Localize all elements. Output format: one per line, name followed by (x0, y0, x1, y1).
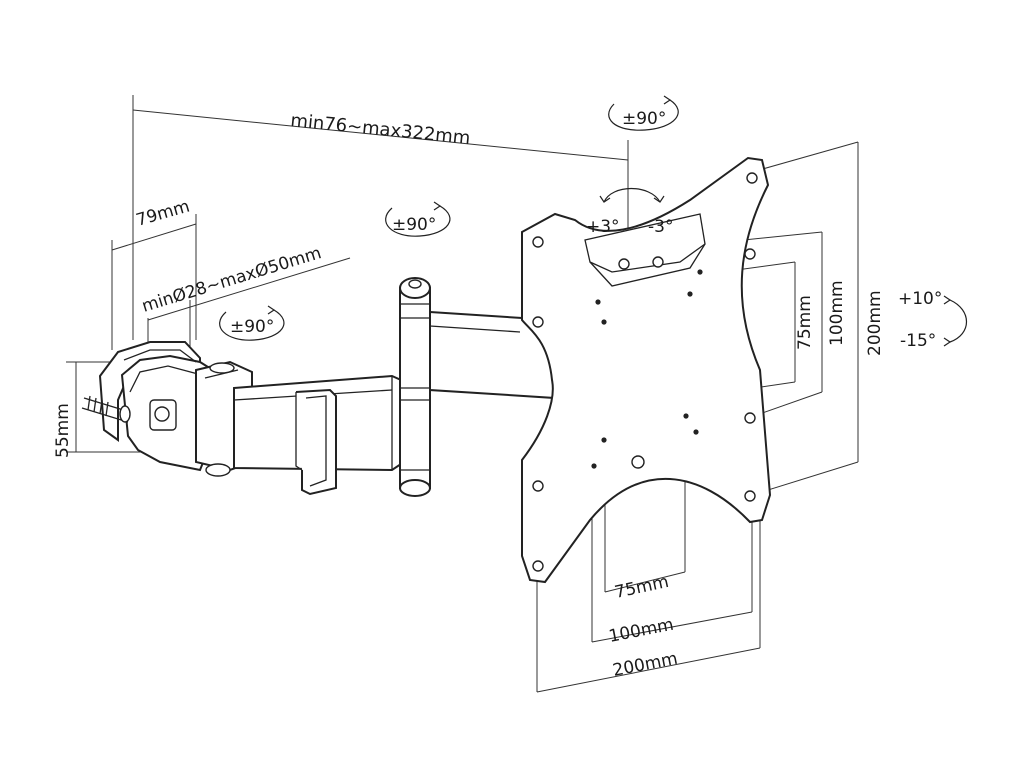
label-swivel-plate: ±90° (622, 109, 666, 129)
tilt-arrow-icon (949, 299, 967, 343)
label-pole-diameter: minØ28~maxØ50mm (140, 243, 324, 317)
label-clamp-height: 55mm (53, 403, 73, 458)
first-arm (233, 374, 411, 496)
label-vesa-h75: 75mm (613, 572, 671, 603)
rotation-arrows (219, 95, 967, 347)
swivel-arrow-icon (385, 205, 451, 237)
vesa-plate (521, 156, 772, 584)
label-vesa-v200: 200mm (865, 290, 885, 356)
label-swivel-arm: ±90° (392, 215, 436, 235)
arm-joint (399, 277, 431, 497)
label-rotate-minus: -3° (648, 217, 673, 237)
clamp-bolt-head (154, 406, 170, 422)
label-tilt-up: +10° (898, 289, 942, 309)
clamp-threaded-bolt (81, 395, 131, 423)
swivel-arrow-icon (608, 99, 679, 131)
label-arm-extension: min76~max322mm (290, 110, 472, 149)
label-vesa-h200: 200mm (611, 649, 679, 681)
rotate-arrow-icon (603, 188, 661, 203)
label-tilt-down: -15° (900, 331, 936, 351)
label-swivel-clamp: ±90° (230, 317, 274, 337)
swivel-arrow-icon (219, 309, 285, 341)
label-vesa-v100: 100mm (827, 280, 847, 346)
label-rotate-plus: +3° (586, 217, 620, 237)
label-clamp-depth: 79mm (134, 196, 192, 230)
label-vesa-h100: 100mm (607, 615, 675, 647)
label-vesa-v75: 75mm (795, 295, 815, 350)
